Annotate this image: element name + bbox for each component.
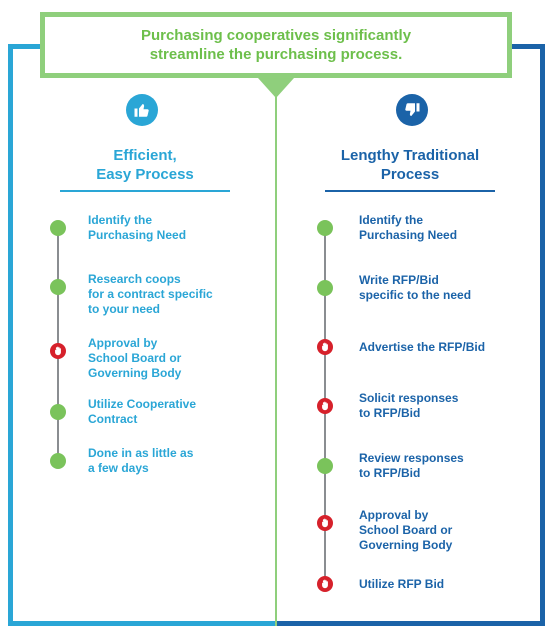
left-title-line2: Easy Process bbox=[96, 166, 194, 183]
step-label-line: Done in as little as bbox=[88, 446, 194, 460]
step-label-line: to RFP/Bid bbox=[359, 466, 421, 480]
step-label-line: Governing Body bbox=[359, 538, 453, 552]
right-step-label: Utilize RFP Bid bbox=[359, 577, 444, 592]
center-divider bbox=[275, 90, 277, 626]
step-label-line: Solicit responses bbox=[359, 391, 459, 405]
thumbs-up-icon bbox=[126, 94, 158, 126]
green-dot-icon bbox=[317, 280, 333, 296]
step-label-line: Purchasing Need bbox=[88, 228, 187, 242]
stop-hand-icon bbox=[317, 515, 333, 531]
left-title-line1: Efficient, bbox=[113, 147, 177, 164]
step-label-line: Utilize RFP Bid bbox=[359, 576, 445, 591]
thumbs-down-icon bbox=[396, 94, 428, 126]
step-label-line: Purchasing Need bbox=[359, 228, 458, 242]
step-label-line: to your need bbox=[88, 302, 161, 316]
left-title-underline bbox=[60, 190, 230, 192]
stop-hand-icon bbox=[317, 339, 333, 355]
step-label-line: Approval by bbox=[359, 508, 429, 522]
step-label-line: a few days bbox=[88, 461, 149, 475]
step-label-line: Approval by bbox=[88, 336, 158, 350]
step-label-line: Advertise the RFP/Bid bbox=[359, 339, 486, 354]
right-title-underline bbox=[325, 190, 495, 192]
step-label-line: Write RFP/Bid bbox=[359, 273, 439, 287]
step-label-line: specific to the need bbox=[359, 288, 472, 302]
step-label-line: Identify the bbox=[359, 213, 424, 227]
left-column-title: Efficient, Easy Process bbox=[60, 146, 230, 184]
left-frame bbox=[8, 44, 276, 626]
step-label-line: School Board or bbox=[359, 523, 453, 537]
green-dot-icon bbox=[50, 404, 66, 420]
stop-hand-icon bbox=[317, 398, 333, 414]
step-label-line: Review responses bbox=[359, 451, 464, 465]
stop-hand-icon bbox=[50, 343, 66, 359]
right-column-title: Lengthy Traditional Process bbox=[325, 146, 495, 184]
right-title-line2: Process bbox=[380, 166, 440, 183]
step-label-line: Utilize Cooperative bbox=[88, 397, 197, 411]
step-label-line: to RFP/Bid bbox=[359, 406, 421, 420]
banner-text: Purchasing cooperatives significantly st… bbox=[140, 27, 412, 63]
green-dot-icon bbox=[317, 458, 333, 474]
green-dot-icon bbox=[50, 220, 66, 236]
green-dot-icon bbox=[50, 279, 66, 295]
headline-banner: Purchasing cooperatives significantly st… bbox=[40, 12, 512, 78]
step-label-line: Research coops bbox=[88, 272, 181, 286]
green-dot-icon bbox=[50, 453, 66, 469]
step-label-line: School Board or bbox=[88, 351, 182, 365]
step-label-line: Governing Body bbox=[88, 366, 182, 380]
step-label-line: for a contract specific bbox=[88, 287, 213, 301]
step-label-line: Contract bbox=[88, 412, 138, 426]
right-title-line1: Lengthy Traditional bbox=[340, 147, 480, 164]
stop-hand-icon bbox=[317, 576, 333, 592]
green-dot-icon bbox=[317, 220, 333, 236]
banner-pointer bbox=[258, 78, 294, 98]
right-step-label: Advertise the RFP/Bid bbox=[359, 340, 485, 355]
step-label-line: Identify the bbox=[88, 213, 153, 227]
